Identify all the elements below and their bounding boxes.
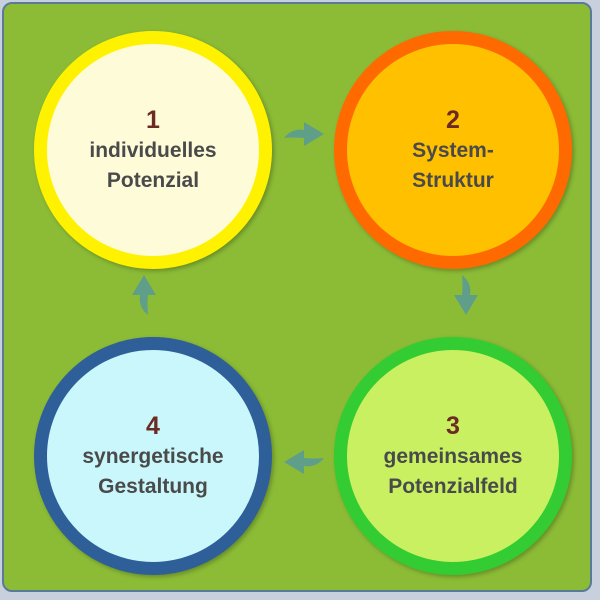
step-1-circle: 1 individuelles Potenzial [34,31,272,269]
step-4-label: synergetische Gestaltung [82,445,224,498]
step-2-number: 2 [446,106,460,134]
arrow-down-icon [454,275,478,315]
step-1-number: 1 [146,106,160,134]
step-1-label: individuelles Potenzial [89,139,217,192]
step-3-label: gemeinsames Potenzialfeld [383,445,523,498]
step-3-number: 3 [446,412,460,440]
step-4-circle: 4 synergetische Gestaltung [34,337,272,575]
arrow-right-icon [284,122,324,146]
arrow-left-icon [284,450,324,474]
diagram-board: 1 individuelles Potenzial 2 System- Stru… [2,2,592,592]
step-2-label: System- Struktur [412,139,494,192]
arrow-up-icon [132,275,156,315]
step-3-circle: 3 gemeinsames Potenzialfeld [334,337,572,575]
step-2-circle: 2 System- Struktur [334,31,572,269]
step-4-number: 4 [146,412,160,440]
